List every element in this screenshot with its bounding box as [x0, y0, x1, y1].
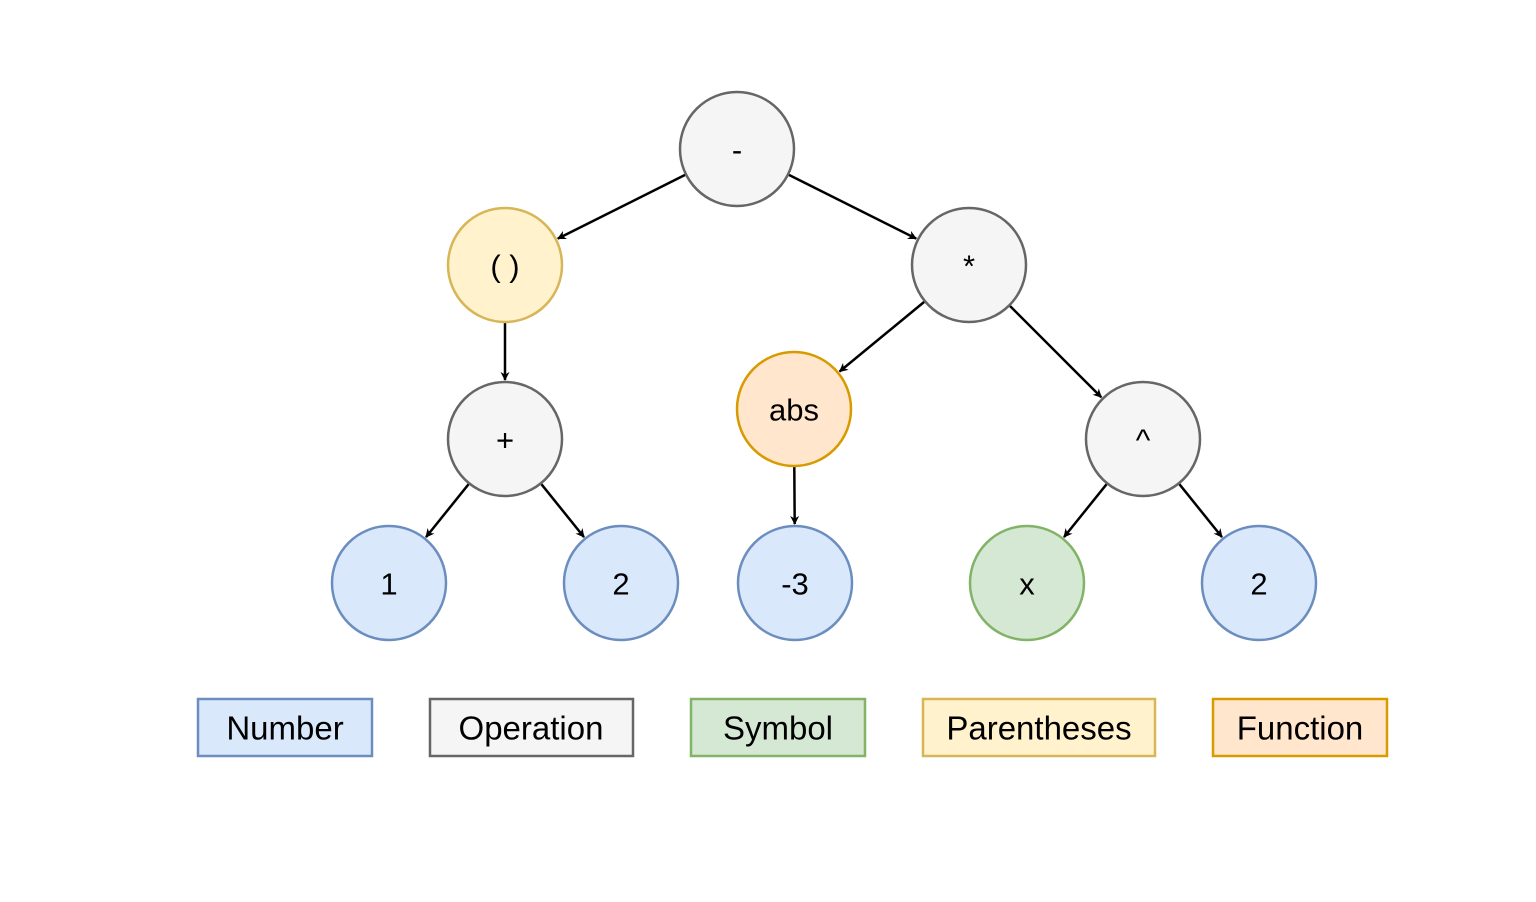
node-circle: [562, 524, 680, 642]
node-label: ( ): [490, 249, 519, 284]
node-label: 1: [380, 567, 397, 602]
node-neg-three: -3: [736, 524, 854, 642]
node-label: -: [732, 133, 742, 168]
legend-item-symbol: Symbol: [689, 697, 867, 758]
node-label: x: [1019, 567, 1035, 602]
node-minus: -: [678, 90, 796, 208]
legend-label: Symbol: [723, 710, 833, 747]
legend-swatch: [428, 697, 635, 758]
edge-arrow: [556, 173, 686, 240]
node-circle: [968, 524, 1086, 642]
edge-arrow: [1009, 305, 1103, 399]
edge-arrow: [788, 173, 918, 240]
legend-item-parentheses: Parentheses: [921, 697, 1157, 758]
edge-arrow: [540, 483, 585, 538]
edge-arrow: [838, 300, 925, 373]
legend-item-number: Number: [196, 697, 374, 758]
legend-swatch: [921, 697, 1157, 758]
node-two-b: 2: [1200, 524, 1318, 642]
edge-arrow: [1178, 483, 1223, 538]
legend-swatch: [196, 697, 374, 758]
node-circle: [1084, 380, 1202, 498]
node-circle: [678, 90, 796, 208]
node-label: *: [963, 249, 975, 284]
node-circle: [1200, 524, 1318, 642]
legend-item-function: Function: [1211, 697, 1389, 758]
legend: Number Operation Symbol Parentheses Func…: [196, 697, 1389, 758]
node-label: ^: [1136, 423, 1151, 458]
node-plus: +: [446, 380, 564, 498]
node-label: 2: [1250, 567, 1267, 602]
node-two-a: 2: [562, 524, 680, 642]
legend-swatch: [1211, 697, 1389, 758]
legend-label: Number: [226, 710, 343, 747]
nodes-layer: - ( ) * + abs ^ 1 2: [330, 90, 1318, 642]
node-parens: ( ): [446, 206, 564, 324]
node-circle: [446, 380, 564, 498]
node-abs: abs: [735, 350, 853, 468]
node-power: ^: [1084, 380, 1202, 498]
node-one: 1: [330, 524, 448, 642]
legend-label: Operation: [459, 710, 604, 747]
node-times: *: [910, 206, 1028, 324]
edge-arrow: [425, 483, 470, 538]
node-label: abs: [769, 393, 819, 428]
node-label: +: [496, 423, 514, 458]
node-label: 2: [612, 567, 629, 602]
node-x: x: [968, 524, 1086, 642]
edge-arrow: [1063, 483, 1108, 538]
legend-swatch: [689, 697, 867, 758]
node-circle: [736, 524, 854, 642]
node-circle: [446, 206, 564, 324]
legend-label: Parentheses: [946, 710, 1131, 747]
node-circle: [735, 350, 853, 468]
node-label: -3: [781, 567, 809, 602]
legend-item-operation: Operation: [428, 697, 635, 758]
node-circle: [330, 524, 448, 642]
legend-label: Function: [1237, 710, 1364, 747]
node-circle: [910, 206, 1028, 324]
edges-layer: [425, 173, 1223, 538]
